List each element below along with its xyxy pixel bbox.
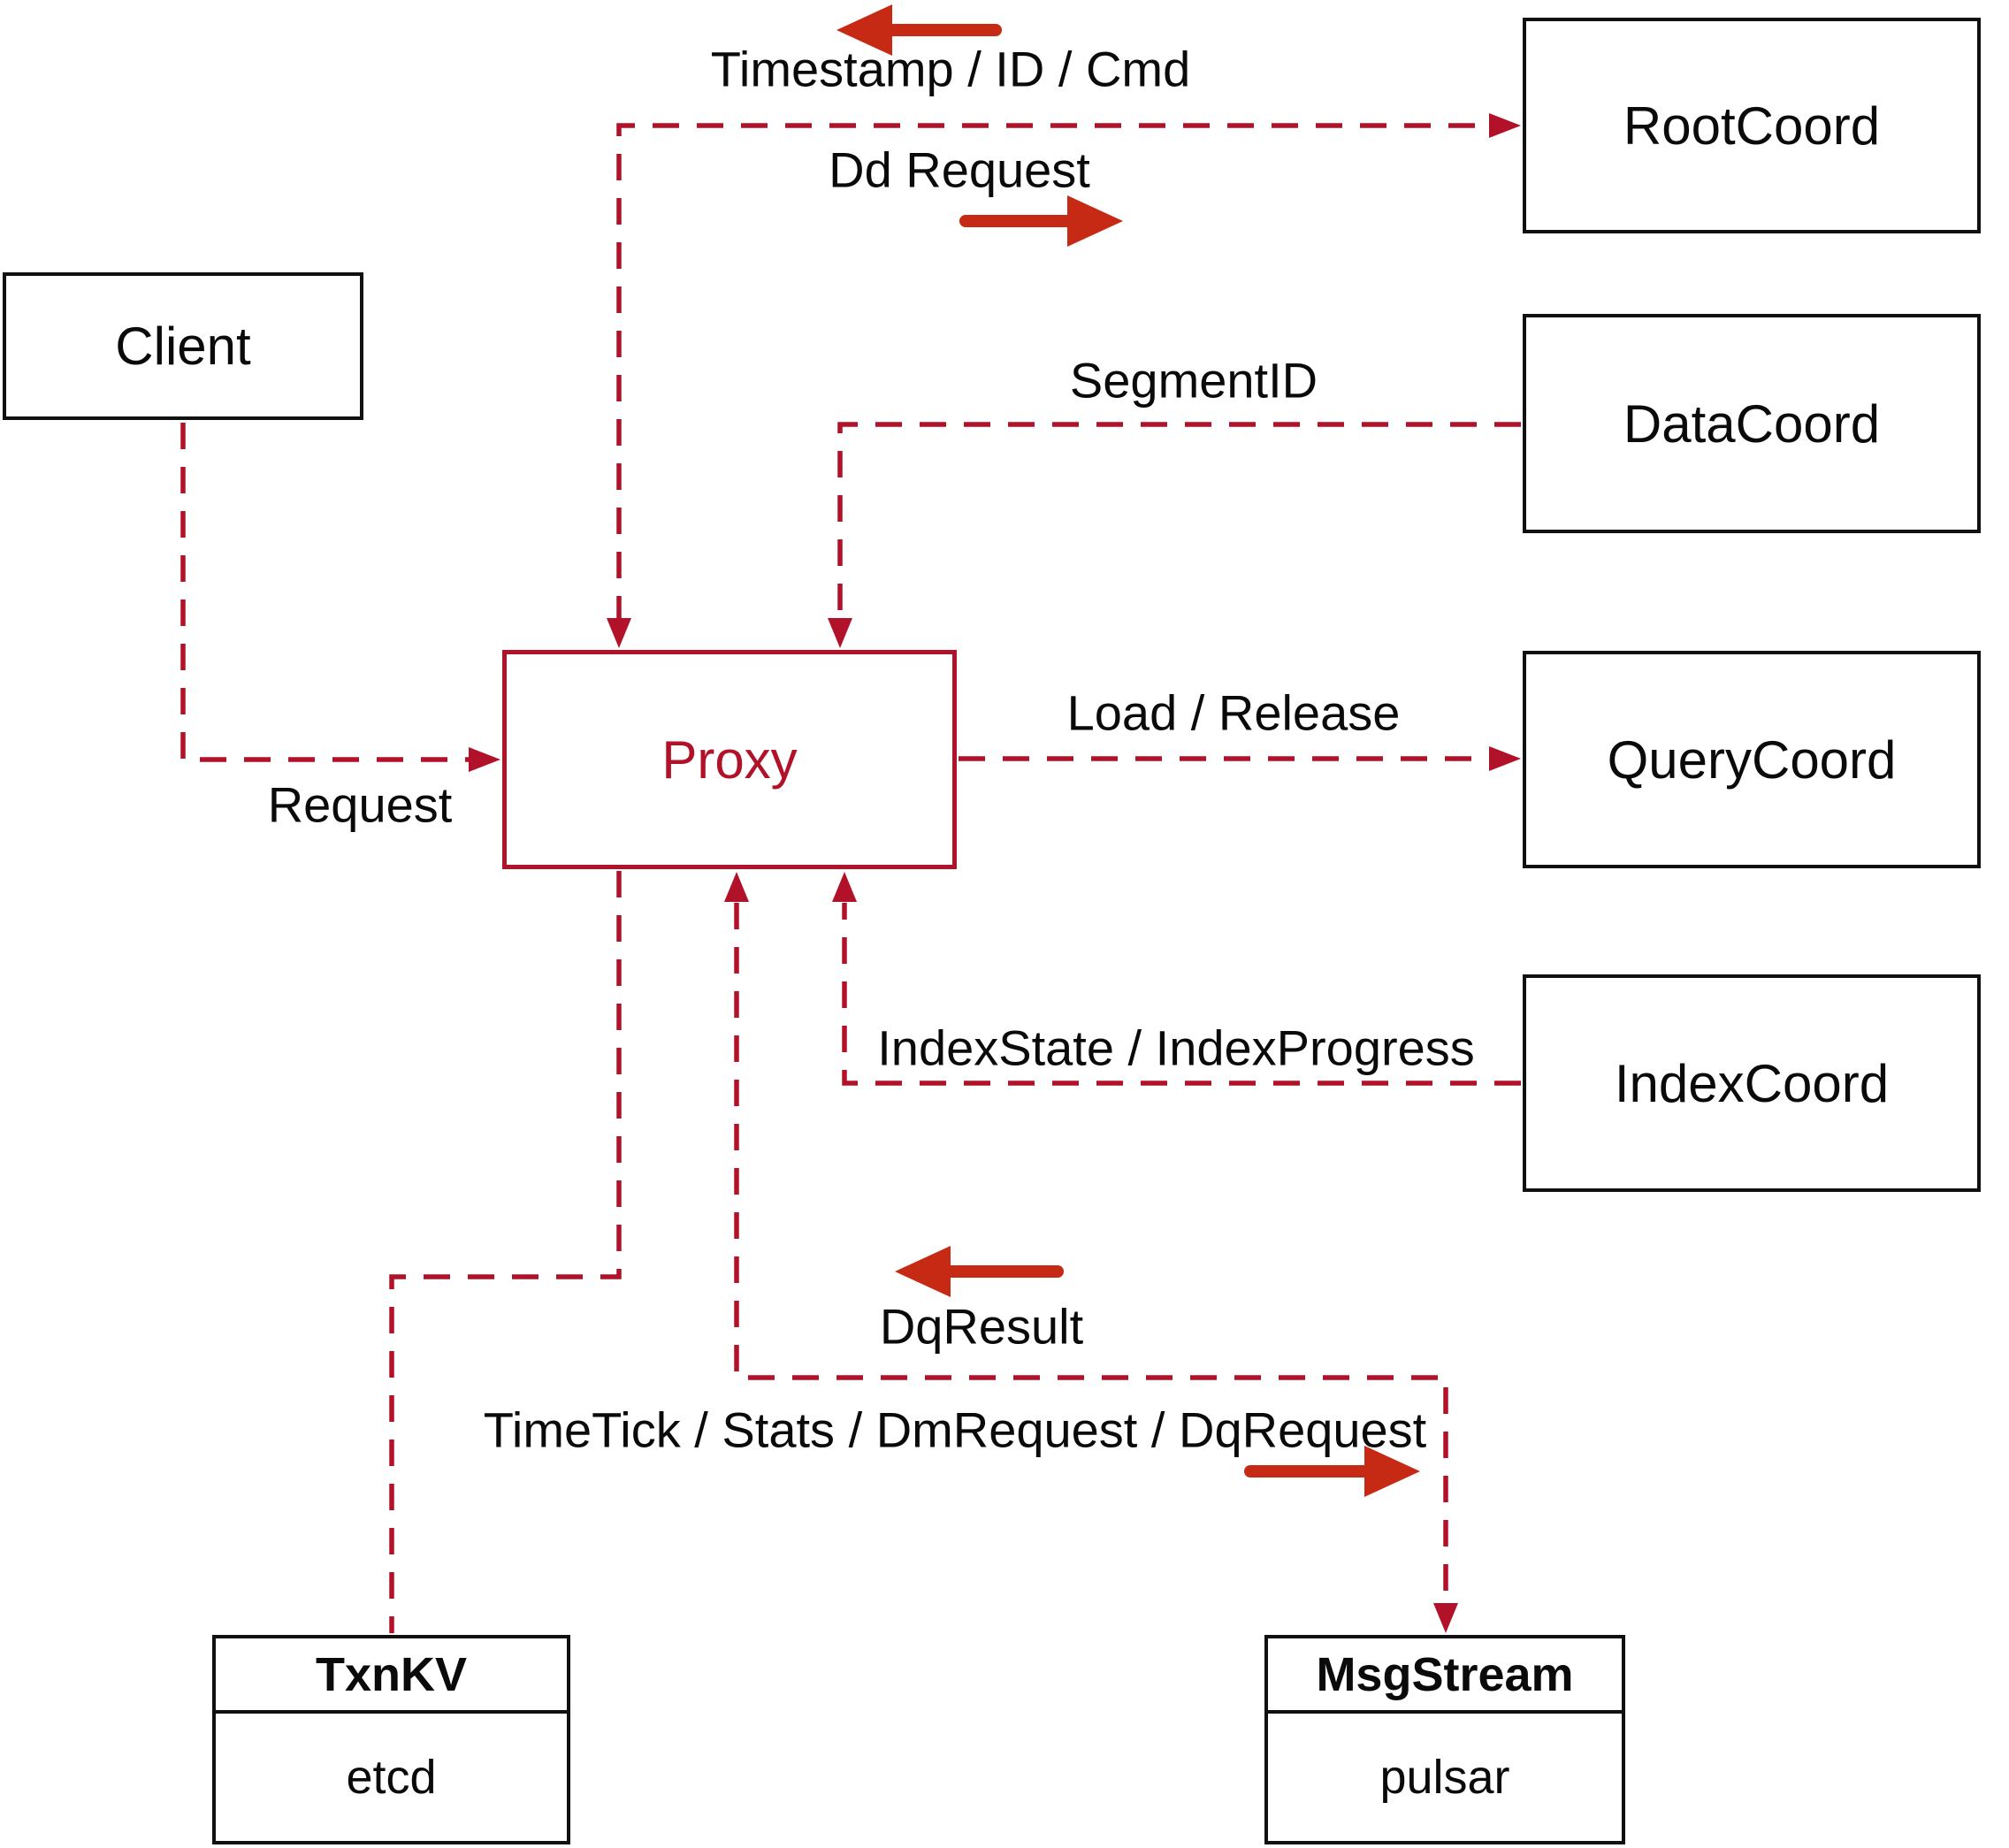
node-querycoord-label: QueryCoord	[1607, 729, 1897, 790]
dd-request-direction-right-arrow-icon	[959, 195, 1123, 247]
arrowhead-into-proxy-bottom-right-icon	[832, 872, 857, 902]
node-querycoord: QueryCoord	[1523, 651, 1981, 868]
node-msgstream-header: MsgStream	[1268, 1638, 1622, 1714]
node-client-label: Client	[115, 317, 251, 376]
edge-datacoord-proxy-line	[837, 422, 1521, 619]
edge-label-load-release: Load / Release	[1066, 684, 1401, 741]
edge-client-proxy	[180, 423, 500, 772]
node-txnkv-header: TxnKV	[216, 1638, 567, 1714]
edge-proxy-rootcoord	[607, 113, 1521, 648]
node-client: Client	[3, 272, 363, 420]
edge-indexcoord-proxy-line	[842, 903, 1521, 1086]
arrowhead-into-querycoord-icon	[1489, 746, 1521, 771]
edge-proxy-querycoord	[959, 746, 1521, 771]
node-txnkv: TxnKV etcd	[212, 1635, 570, 1844]
edge-proxy-txnkv	[389, 871, 622, 1633]
node-msgstream: MsgStream pulsar	[1264, 1635, 1625, 1844]
timetick-direction-right-arrow-icon	[1244, 1446, 1420, 1497]
node-indexcoord: IndexCoord	[1523, 974, 1981, 1192]
edge-proxy-txnkv-line	[389, 871, 622, 1633]
edge-indexcoord-proxy	[832, 872, 1521, 1086]
timestamp-direction-left-arrow-icon	[836, 4, 1002, 56]
node-txnkv-body: etcd	[346, 1751, 437, 1804]
dqresult-direction-left-arrow-icon	[895, 1246, 1064, 1297]
node-rootcoord-label: RootCoord	[1623, 95, 1881, 156]
arrowhead-into-proxy-top-right-icon	[828, 618, 852, 648]
node-proxy: Proxy	[502, 650, 957, 869]
arrowhead-into-proxy-top-left-icon	[607, 618, 631, 648]
edge-client-proxy-line	[180, 423, 483, 762]
edge-label-timestamp-id-cmd: Timestamp / ID / Cmd	[710, 41, 1191, 97]
edge-proxy-msgstream-line	[734, 903, 1448, 1599]
node-datacoord-label: DataCoord	[1623, 393, 1881, 454]
edge-label-dq-result: DqResult	[879, 1298, 1084, 1355]
arrowhead-into-proxy-bottom-left-icon	[724, 872, 749, 902]
arrowhead-into-msgstream-icon	[1433, 1603, 1458, 1633]
edge-label-timetick-stats-dmrequest-dqrequest: TimeTick / Stats / DmRequest / DqRequest	[483, 1401, 1427, 1458]
arrowhead-into-proxy-left-icon	[469, 747, 500, 772]
node-rootcoord: RootCoord	[1523, 18, 1981, 233]
edge-label-index-state-progress: IndexState / IndexProgress	[877, 1019, 1475, 1076]
node-indexcoord-label: IndexCoord	[1614, 1053, 1890, 1113]
edge-datacoord-proxy	[828, 422, 1521, 648]
edge-proxy-rootcoord-line	[616, 123, 1486, 622]
node-msgstream-body: pulsar	[1379, 1751, 1510, 1804]
edge-label-segment-id: SegmentID	[1069, 352, 1318, 409]
edge-proxy-msgstream	[724, 872, 1458, 1633]
node-datacoord: DataCoord	[1523, 314, 1981, 533]
edge-label-request: Request	[267, 776, 453, 833]
arrowhead-into-rootcoord-icon	[1489, 113, 1521, 138]
node-proxy-label: Proxy	[661, 729, 798, 790]
edge-label-dd-request: Dd Request	[829, 141, 1090, 198]
